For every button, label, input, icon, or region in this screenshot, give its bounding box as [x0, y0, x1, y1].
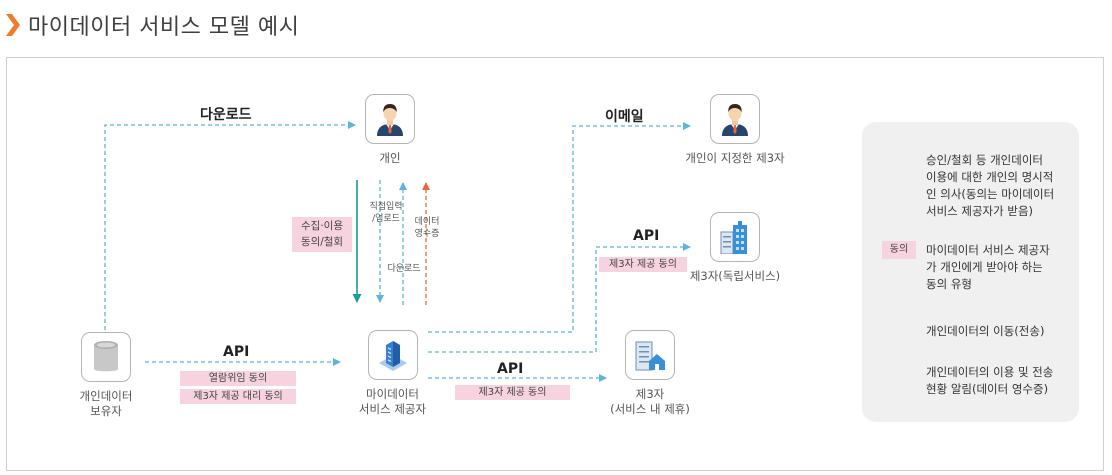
direct-input-label: 직접입력 /업로드	[369, 202, 403, 224]
consent-third-party-independent: 제3자 제공 동의	[599, 257, 687, 272]
legend-orange-text: 개인데이터의 이용 및 전송 현황 알림(데이터 영수증)	[926, 365, 1054, 396]
third-party-affiliate-label: 제3자 (서비스 내 제휴)	[610, 387, 690, 416]
consent-view-delegation: 열람위임 동의	[180, 371, 296, 386]
download-small-label: 다운로드	[387, 264, 421, 274]
api-affiliate-label: API	[497, 361, 524, 377]
node-third-party-independent: 제3자(독립서비스)	[670, 212, 800, 284]
node-provider: 마이데이터 서비스 제공자	[345, 330, 440, 417]
api-holder-label: API	[223, 344, 250, 360]
consent-third-party-proxy: 제3자 제공 대리 동의	[180, 389, 296, 404]
chevron-right-icon	[6, 14, 20, 36]
third-party-designated-label: 개인이 지정한 제3자	[685, 151, 785, 165]
node-third-party-designated: 개인이 지정한 제3자	[680, 94, 790, 166]
api-independent-label: API	[633, 228, 660, 244]
download-label: 다운로드	[200, 107, 252, 123]
legend-panel	[862, 122, 1079, 422]
individual-label: 개인	[379, 151, 401, 165]
node-data-holder: 개인데이터 보유자	[70, 332, 142, 419]
office-building-icon	[710, 212, 760, 262]
page-title: 마이데이터 서비스 모델 예시	[28, 15, 300, 40]
legend-pink-text: 마이데이터 서비스 제공자 가 개인에게 받아야 하는 동의 유형	[926, 243, 1050, 291]
diagram-frame	[6, 57, 1104, 471]
database-icon	[81, 332, 131, 382]
provider-label: 마이데이터 서비스 제공자	[358, 387, 427, 416]
email-label: 이메일	[605, 109, 644, 125]
legend-teal-text: 승인/철회 등 개인데이터 이용에 대한 개인의 명시적 인 의사(동의는 마이…	[926, 153, 1055, 218]
server-building-icon	[367, 330, 418, 380]
data-holder-label: 개인데이터 보유자	[79, 389, 133, 418]
person-icon	[365, 94, 415, 144]
third-party-independent-label: 제3자(독립서비스)	[689, 269, 781, 283]
person-icon	[710, 94, 760, 144]
node-third-party-affiliate: 제3자 (서비스 내 제휴)	[595, 330, 705, 417]
receipt-label: 데이터 영수증	[414, 217, 440, 239]
legend-pink-swatch: 동의	[882, 241, 916, 259]
api-independent-arrow	[428, 243, 691, 353]
building-home-icon	[625, 330, 675, 380]
legend-blue-text: 개인데이터의 이동(전송)	[926, 324, 1045, 338]
download-arrow	[104, 121, 356, 330]
node-individual: 개인	[355, 94, 425, 166]
consent-collect-use: 수집·이용 동의/철회	[292, 217, 352, 252]
consent-third-party-affiliate: 제3자 제공 동의	[455, 385, 570, 400]
email-arrow	[428, 122, 691, 333]
